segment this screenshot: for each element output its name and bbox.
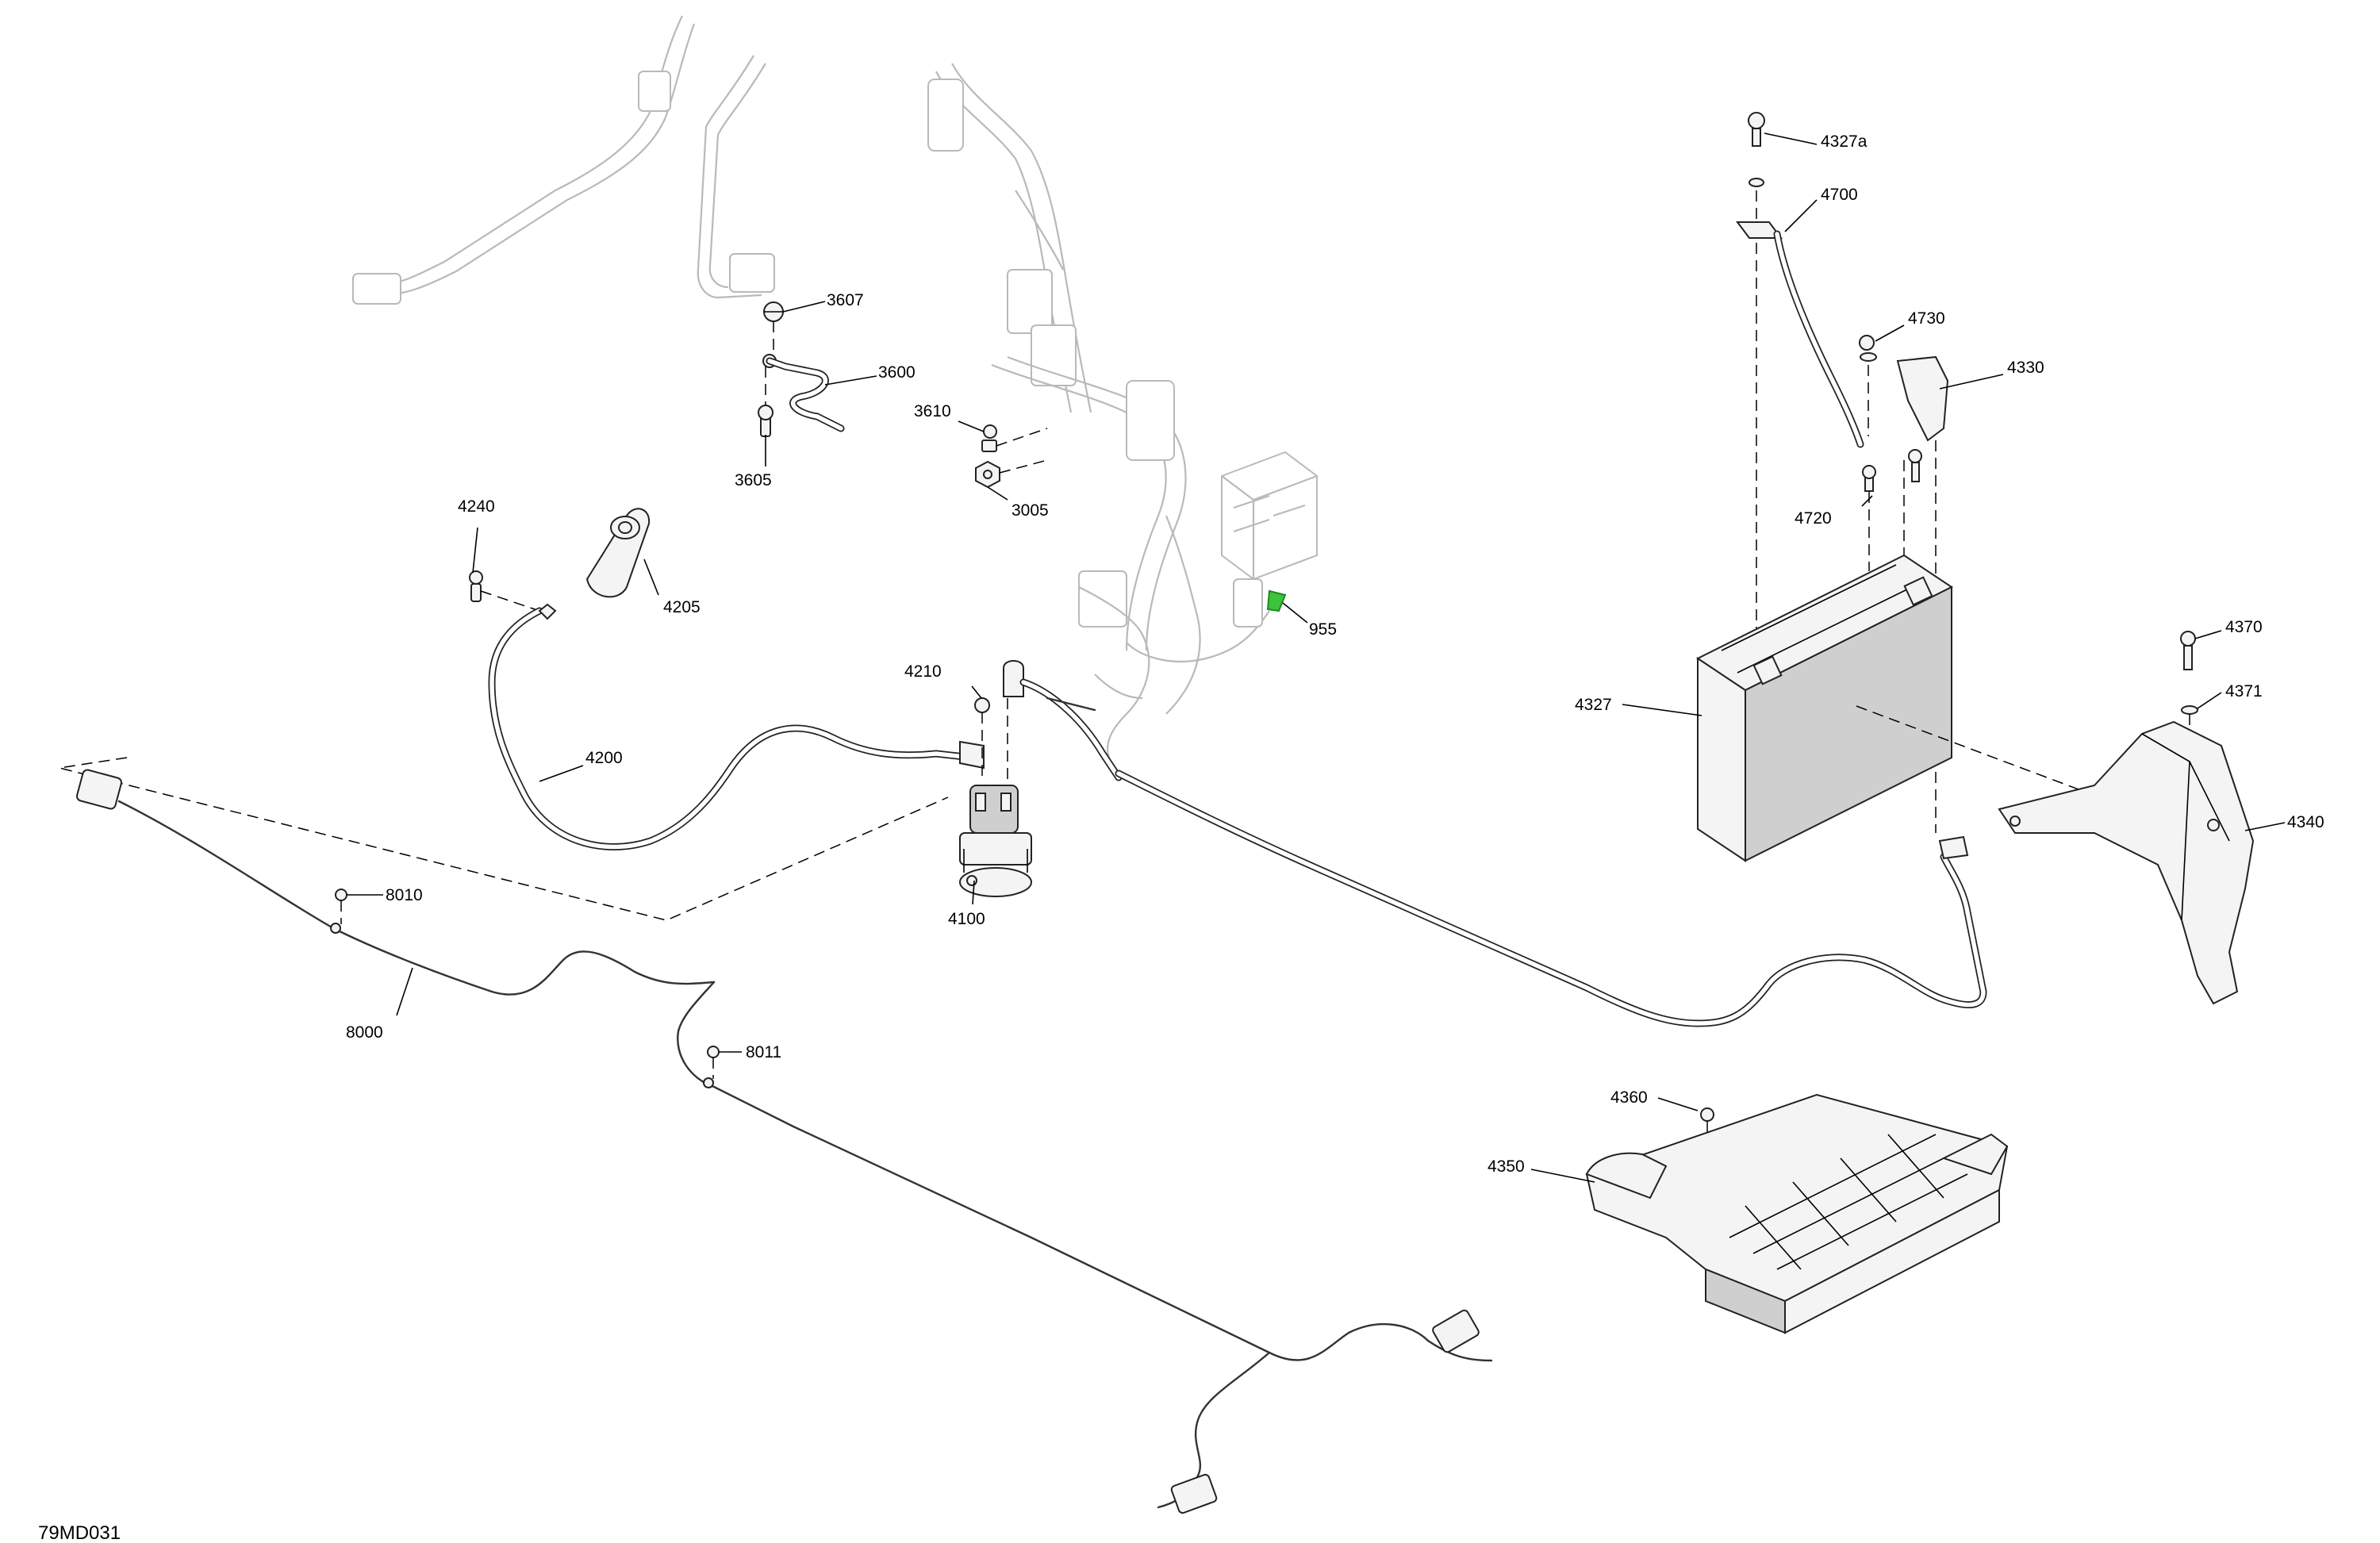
callout-3610: 3610 <box>914 402 951 420</box>
callout-3605: 3605 <box>735 471 772 489</box>
callout-4350: 4350 <box>1488 1157 1525 1176</box>
callouts: 3607 3600 3610 3605 3005 4240 4205 955 4… <box>346 132 2324 1176</box>
ground-cable-assembly <box>758 301 845 437</box>
callout-4210: 4210 <box>904 662 942 681</box>
positive-cable <box>488 603 985 850</box>
callout-4327: 4327 <box>1575 696 1612 714</box>
battery-tray <box>1585 1093 2009 1334</box>
diagram-code: 79MD031 <box>38 1522 121 1543</box>
terminal-boot-group <box>469 508 651 612</box>
callout-8011: 8011 <box>746 1043 781 1061</box>
callout-4100: 4100 <box>948 910 985 928</box>
callout-4720: 4720 <box>1795 509 1832 528</box>
battery-group <box>1696 112 2111 862</box>
screw-nut-group <box>975 424 1048 489</box>
callout-4700: 4700 <box>1821 186 1858 204</box>
callout-8010: 8010 <box>386 886 423 904</box>
main-harness <box>1115 770 1987 1027</box>
callout-3005: 3005 <box>1012 501 1049 520</box>
callout-8000: 8000 <box>346 1023 383 1042</box>
callout-955: 955 <box>1309 620 1337 639</box>
callout-3607: 3607 <box>827 291 864 309</box>
bracket-group <box>1998 631 2255 1005</box>
callout-4371: 4371 <box>2225 682 2263 700</box>
callout-4240: 4240 <box>458 497 495 516</box>
callout-3600: 3600 <box>878 363 916 382</box>
connector-highlight-icon <box>1266 589 1287 612</box>
accessory-harness <box>59 757 1493 1514</box>
callout-4360: 4360 <box>1610 1088 1648 1107</box>
callout-4340: 4340 <box>2287 813 2324 831</box>
connector-955 <box>1233 578 1287 628</box>
callout-4730: 4730 <box>1908 309 1945 328</box>
callout-4330: 4330 <box>2007 359 2044 377</box>
callout-4327a: 4327a <box>1821 132 1868 151</box>
callout-4200: 4200 <box>585 749 623 767</box>
solenoid-group <box>959 660 1123 897</box>
background-harness <box>352 15 1318 762</box>
leader-lines <box>347 132 2286 1183</box>
callout-4205: 4205 <box>663 598 701 616</box>
callout-4370: 4370 <box>2225 618 2263 636</box>
